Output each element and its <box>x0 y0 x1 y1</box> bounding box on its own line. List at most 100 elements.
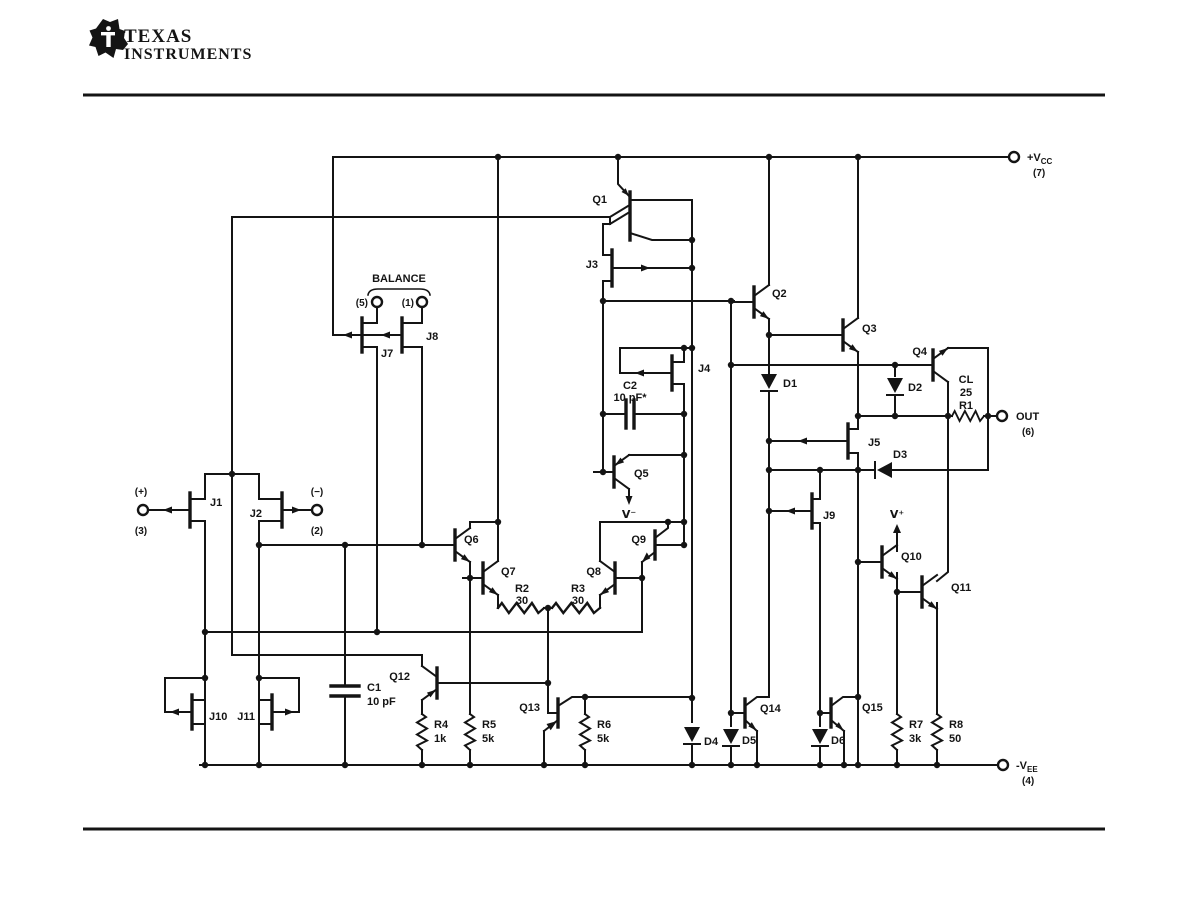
c1-value: 10 pF <box>367 696 396 708</box>
in-neg-sign: (−) <box>311 487 324 498</box>
vcc-pin: (7) <box>1033 168 1045 179</box>
jfet-j4: J4 <box>619 347 711 546</box>
j7-label: J7 <box>381 348 393 360</box>
vcc-rail: +VCC (7) <box>332 150 1053 336</box>
out-label: OUT <box>1016 411 1040 423</box>
vee-rail: -VEE (4) <box>199 758 1038 787</box>
r1-cl: CL <box>959 374 974 386</box>
out-terminal <box>995 409 1009 423</box>
capacitor-c1: C1 10 pF <box>329 544 396 766</box>
r8-value: 50 <box>949 733 961 745</box>
r7-name: R7 <box>909 719 923 731</box>
jfet-j5: J5 <box>768 422 880 460</box>
r8-name: R8 <box>949 719 963 731</box>
c2-value: 10 pF* <box>613 392 647 404</box>
j8-label: J8 <box>426 331 438 343</box>
q6-label: Q6 <box>464 534 479 546</box>
capacitor-c2: C2 10 pF* <box>602 380 685 430</box>
in-neg-terminal <box>310 503 324 517</box>
resistor-r4 <box>416 713 428 751</box>
r4-value: 1k <box>434 733 447 745</box>
r6-name: R6 <box>597 719 611 731</box>
resistor-r7: R7 3k <box>891 591 923 766</box>
r3-name: R3 <box>571 583 585 595</box>
r5-name: R5 <box>482 719 496 731</box>
resistor-r8: R8 50 <box>931 713 963 766</box>
r2-value: 30 <box>516 595 528 607</box>
transistor-q14: Q14 <box>730 696 782 766</box>
d2-label: D2 <box>908 382 922 394</box>
resistor-r1 <box>951 410 986 422</box>
in-pos-terminal <box>136 503 150 517</box>
transistor-q1: Q1 <box>231 156 693 242</box>
vcc-terminal <box>1007 150 1021 164</box>
d6-label: D6 <box>831 735 845 747</box>
balance-pin-5: (5) <box>356 298 368 309</box>
c1-name: C1 <box>367 682 381 694</box>
d5-label: D5 <box>742 735 756 747</box>
q10-label: Q10 <box>901 551 922 563</box>
jfet-j10: J10 <box>164 677 227 731</box>
c2-name: C2 <box>623 380 637 392</box>
diode-d6: D6 <box>811 712 845 766</box>
transistor-q12: R4 1k Q12 <box>389 664 549 766</box>
q7-label: Q7 <box>501 566 516 578</box>
transistor-q4: Q4 <box>911 346 989 471</box>
r5-value: 5k <box>482 733 495 745</box>
v-plus-label: V⁺ <box>890 508 905 521</box>
r6-value: 5k <box>597 733 610 745</box>
jfet-j11: J11 <box>237 677 300 731</box>
wire-q12-collector <box>231 654 423 667</box>
q12-label: Q12 <box>389 671 410 683</box>
transistor-q10: V⁺ Q10 <box>857 508 922 593</box>
q8-label: Q8 <box>586 566 601 578</box>
resistor-r5: R5 5k <box>464 577 496 766</box>
balance-pin-1: (1) <box>402 298 414 309</box>
q3-label: Q3 <box>862 323 877 335</box>
d3-label: D3 <box>893 449 907 461</box>
r4-name: R4 <box>434 719 449 731</box>
j10-label: J10 <box>209 711 227 723</box>
transistor-q13: Q13 <box>519 696 693 766</box>
diode-d4: D4 <box>683 726 719 766</box>
r3-value: 30 <box>572 595 584 607</box>
in-pos-sign: (+) <box>135 487 148 498</box>
ti-logo: TEXAS INSTRUMENTS <box>89 19 252 63</box>
input-stage: (+) (3) J1 (−) (2) J2 <box>135 473 324 766</box>
j1-label: J1 <box>210 497 222 509</box>
jfet-j3: J3 <box>586 223 693 288</box>
q1-label: Q1 <box>592 194 607 206</box>
vcc-label: +VCC <box>1027 152 1053 166</box>
resistor-r6: R6 5k <box>579 696 611 766</box>
q2-label: Q2 <box>772 288 787 300</box>
q11-label: Q11 <box>951 582 971 594</box>
diode-d2: D2 <box>886 364 922 417</box>
r1-name: R1 <box>959 400 973 412</box>
transistor-q11: Q11 <box>896 415 971 715</box>
transistor-q15: Q15 <box>819 696 883 766</box>
q9-label: Q9 <box>631 534 646 546</box>
balance-terminal-1 <box>415 295 429 309</box>
in-pos-pin: (3) <box>135 526 147 537</box>
out-pin: (6) <box>1022 427 1034 438</box>
r7-value: 3k <box>909 733 922 745</box>
d1-label: D1 <box>783 378 797 390</box>
j9-label: J9 <box>823 510 835 522</box>
r2-name: R2 <box>515 583 529 595</box>
q14-label: Q14 <box>760 703 782 715</box>
q15-label: Q15 <box>862 702 883 714</box>
balance-terminal-5 <box>370 295 384 309</box>
q13-label: Q13 <box>519 702 540 714</box>
j2-label: J2 <box>250 508 262 520</box>
vee-label: -VEE <box>1016 760 1038 774</box>
brand-line1: TEXAS <box>124 26 192 47</box>
q5-label: Q5 <box>634 468 649 480</box>
mirror-quad: Q6 Q7 Q8 Q9 R2 30 R3 30 <box>433 156 685 714</box>
brand-line2: INSTRUMENTS <box>124 46 252 63</box>
j5-label: J5 <box>868 437 880 449</box>
jfet-j9: J9 <box>768 469 835 714</box>
in-neg-pin: (2) <box>311 526 323 537</box>
j4-label: J4 <box>698 363 711 375</box>
